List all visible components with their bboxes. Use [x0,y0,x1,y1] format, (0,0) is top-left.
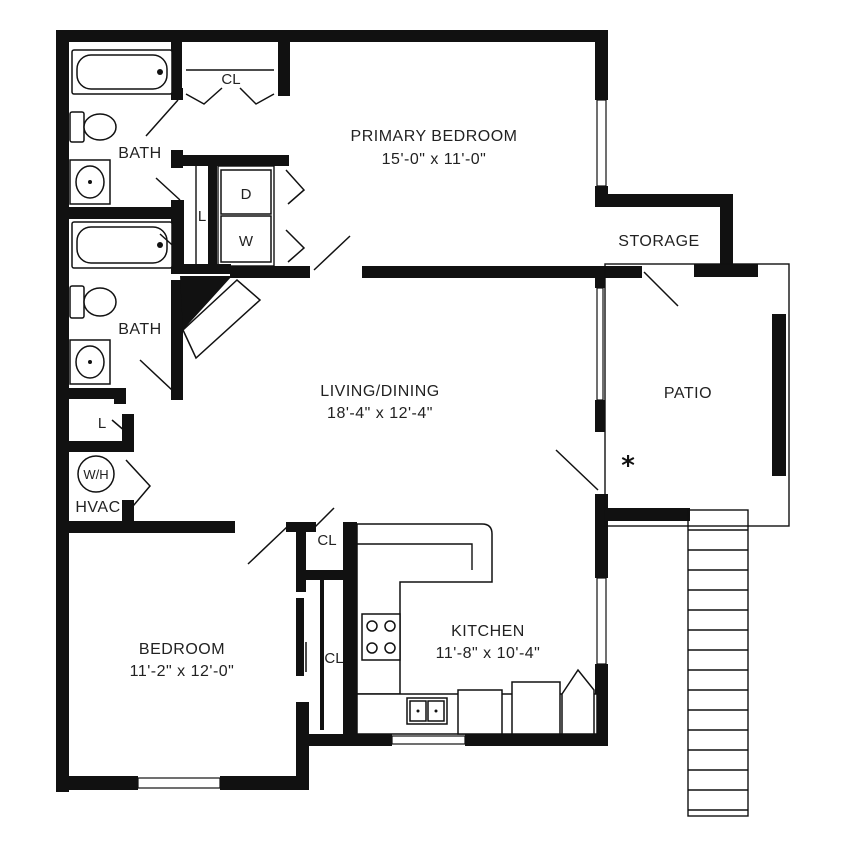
walls [56,30,758,792]
stove-icon [361,613,401,661]
kitchen-sink-icon [406,697,448,725]
dishwasher [457,689,503,735]
closet-kitchen-label: CL [317,532,336,549]
hvac-name: HVAC [75,499,120,516]
fixtures [69,49,598,735]
doors [111,87,679,672]
kitchen-name: KITCHEN [451,623,525,640]
kitchen-size: 11'-8" x 10'-4" [436,645,541,662]
storage-name: STORAGE [618,233,699,250]
star-icon: * [621,451,635,481]
room-labels: PRIMARY BEDROOM 15'-0" x 11'-0" LIVING/D… [75,71,712,680]
dryer [220,169,272,215]
toilet-upper-icon [69,111,117,143]
closet-bedroom-label: CL [324,650,343,667]
primary-bedroom-name: PRIMARY BEDROOM [351,128,518,145]
pantry-shelf [182,278,262,360]
toilet-lower-icon [69,285,117,319]
washer [220,215,272,263]
stairs [687,509,749,817]
washer-label: W [239,233,254,250]
refrigerator [511,681,561,735]
bath-lower-name: BATH [118,321,161,338]
patio-name: PATIO [664,385,712,402]
primary-bedroom-size: 15'-0" x 11'-0" [382,151,487,168]
sink-lower-icon [69,339,111,385]
bath-upper-name: BATH [118,145,161,162]
linen-upper-label: L [198,208,206,225]
water-heater-icon [77,455,115,493]
patio [604,263,790,527]
living-dining-name: LIVING/DINING [320,383,439,400]
bedroom-size: 11'-2" x 12'-0" [130,663,235,680]
linen-lower-label: L [98,415,106,432]
dryer-label: D [241,186,252,203]
living-dining-size: 18'-4" x 12'-4" [327,405,433,422]
water-heater-label: W/H [83,467,108,482]
bedroom-name: BEDROOM [139,641,225,658]
closet-primary-label: CL [221,71,240,88]
sink-upper-icon [69,159,111,205]
